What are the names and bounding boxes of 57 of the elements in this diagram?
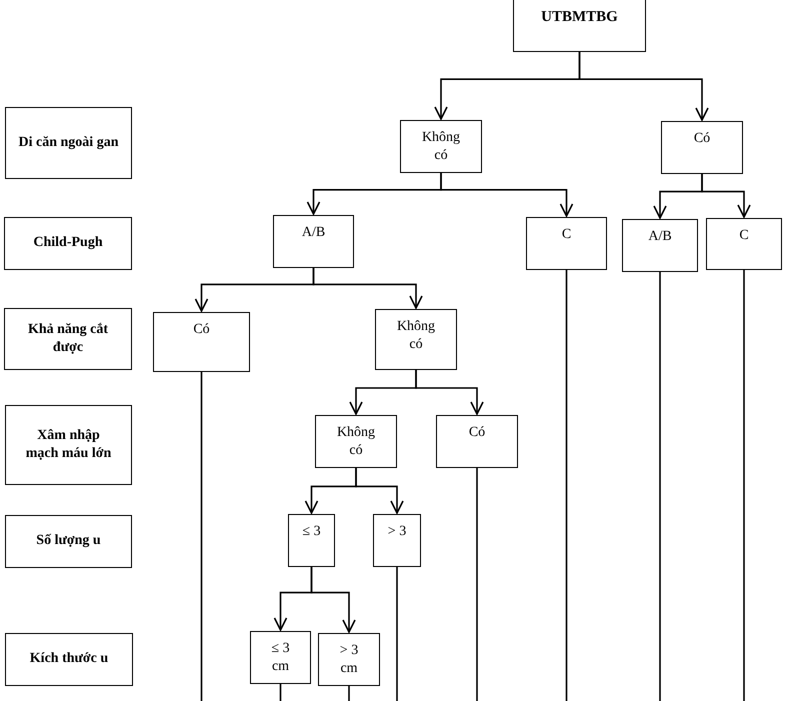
decision-box	[250, 631, 311, 684]
box-text: Xâm nhập mạch máu lớn	[24, 426, 112, 463]
arrow	[578, 52, 709, 121]
decision-box	[526, 217, 607, 270]
box-text: A/B	[302, 224, 326, 242]
box-text: ≤ 3	[302, 523, 321, 541]
box-text: Child-Pugh	[33, 234, 103, 252]
box-text: A/B	[648, 228, 672, 246]
box-text: Có	[694, 130, 710, 148]
connector-line	[396, 567, 398, 701]
arrow	[312, 268, 423, 309]
connector-line	[566, 270, 568, 701]
box-text: Có	[468, 424, 486, 442]
decision-box	[288, 514, 335, 567]
box-text: > 3 cm	[338, 642, 360, 678]
category-label-box	[4, 308, 132, 370]
connector-line	[476, 468, 478, 701]
decision-box	[622, 219, 698, 272]
decision-box	[318, 633, 380, 686]
category-label-box	[5, 515, 132, 568]
decision-box	[153, 312, 250, 372]
box-text: Số lượng u	[36, 532, 101, 550]
category-label-box	[5, 107, 132, 179]
decision-box	[436, 415, 518, 468]
box-text: C	[739, 227, 749, 245]
decision-box	[315, 415, 397, 468]
connector-line	[280, 684, 282, 701]
box-text: Có	[193, 321, 210, 339]
arrow	[440, 173, 574, 217]
category-label-box	[4, 217, 132, 270]
box-text: Di căn ngoài gan	[18, 134, 118, 152]
decision-box	[400, 120, 482, 173]
box-text: Không có	[336, 424, 376, 460]
decision-box	[661, 121, 743, 174]
arrow	[355, 468, 404, 514]
box-text: > 3	[388, 523, 406, 541]
box-text: Kích thước u	[30, 650, 108, 668]
box-text: C	[562, 226, 572, 244]
box-text: UTBMTBG	[541, 8, 618, 27]
connector-line	[348, 686, 350, 701]
category-label-box	[5, 405, 132, 485]
connector-line	[200, 372, 202, 701]
connector-line	[743, 270, 745, 701]
box-text: ≤ 3 cm	[270, 640, 291, 676]
arrow	[310, 567, 356, 633]
connector-line	[659, 272, 661, 701]
box-text: Không có	[396, 318, 436, 354]
box-text: Khả năng cắt được	[26, 320, 110, 357]
decision-box	[273, 215, 354, 268]
decision-box	[513, 0, 646, 52]
decision-box	[375, 309, 457, 370]
decision-box	[706, 218, 782, 270]
arrow	[415, 370, 484, 415]
box-text: Không có	[420, 129, 462, 166]
arrow	[701, 174, 751, 218]
decision-box	[373, 514, 421, 567]
category-label-box	[5, 633, 133, 686]
